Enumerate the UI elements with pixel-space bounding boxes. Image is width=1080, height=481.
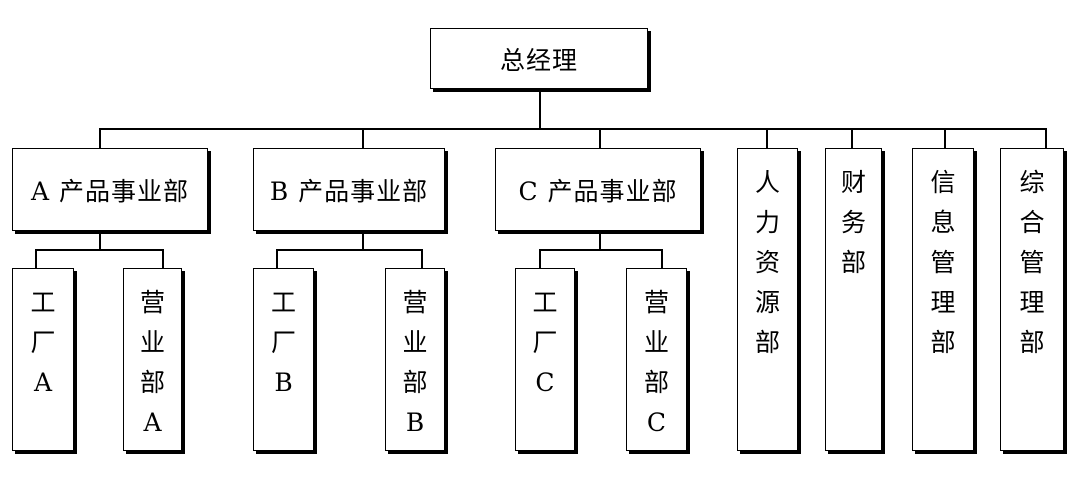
connector-drop-division-a bbox=[99, 128, 101, 148]
info-label-char: 理 bbox=[930, 288, 956, 317]
factory-a-label-char: 工 bbox=[30, 288, 56, 317]
hr-label-char: 资 bbox=[754, 248, 780, 277]
finance-label-char: 部 bbox=[840, 248, 866, 277]
sales-b-label-char: 业 bbox=[402, 328, 428, 357]
division-a-box: A 产品事业部 bbox=[12, 148, 208, 231]
connector-drop-general bbox=[1045, 128, 1047, 148]
connector-division-b-down bbox=[362, 230, 364, 250]
info-label-char: 息 bbox=[930, 208, 956, 237]
connector-sales-b bbox=[421, 249, 423, 269]
sales-c-label-char: C bbox=[646, 408, 667, 437]
info-management-box: 信 息 管 理 部 bbox=[912, 148, 974, 451]
connector-drop-division-b bbox=[362, 128, 364, 148]
factory-b-box: 工 厂 B bbox=[253, 268, 314, 451]
connector-division-a-bus bbox=[35, 249, 164, 251]
factory-c-label-char: 工 bbox=[532, 288, 558, 317]
connector-factory-a bbox=[35, 249, 37, 269]
hr-label-char: 力 bbox=[754, 208, 780, 237]
division-c-box: C 产品事业部 bbox=[495, 148, 701, 231]
division-c-label: C 产品事业部 bbox=[518, 176, 678, 206]
info-label-char: 部 bbox=[930, 328, 956, 357]
connector-division-c-bus bbox=[539, 249, 663, 251]
finance-department-box: 财 务 部 bbox=[825, 148, 882, 451]
general-mgmt-label-char: 理 bbox=[1019, 288, 1045, 317]
sales-c-label-char: 业 bbox=[643, 328, 669, 357]
factory-b-label-char: B bbox=[274, 368, 293, 397]
factory-a-box: 工 厂 A bbox=[12, 268, 74, 451]
sales-a-label-char: 部 bbox=[139, 368, 165, 397]
connector-drop-finance bbox=[851, 128, 853, 148]
sales-a-label-char: A bbox=[143, 408, 162, 437]
hr-label-char: 部 bbox=[754, 328, 780, 357]
connector-drop-division-c bbox=[599, 128, 601, 148]
sales-c-label-char: 部 bbox=[643, 368, 669, 397]
general-mgmt-label-char: 部 bbox=[1019, 328, 1045, 357]
info-label-char: 信 bbox=[930, 168, 956, 197]
sales-b-label-char: 部 bbox=[402, 368, 428, 397]
general-mgmt-label-char: 管 bbox=[1019, 248, 1045, 277]
finance-label-char: 财 bbox=[840, 168, 866, 197]
sales-b-box: 营 业 部 B bbox=[385, 268, 445, 451]
factory-a-label-char: A bbox=[33, 368, 53, 397]
factory-c-label-char: 厂 bbox=[532, 328, 558, 357]
general-manager-box: 总经理 bbox=[430, 28, 648, 89]
connector-sales-a bbox=[162, 249, 164, 269]
factory-b-label-char: 工 bbox=[270, 288, 296, 317]
general-management-box: 综 合 管 理 部 bbox=[1000, 148, 1064, 451]
hr-department-box: 人 力 资 源 部 bbox=[737, 148, 798, 451]
hr-label-char: 源 bbox=[754, 288, 780, 317]
connector-root-down bbox=[539, 88, 541, 129]
general-mgmt-label-char: 综 bbox=[1019, 168, 1045, 197]
connector-drop-info bbox=[944, 128, 946, 148]
sales-c-box: 营 业 部 C bbox=[626, 268, 687, 451]
connector-sales-c bbox=[661, 249, 663, 269]
sales-c-label-char: 营 bbox=[643, 288, 669, 317]
sales-a-label-char: 营 bbox=[139, 288, 165, 317]
factory-a-label-char: 厂 bbox=[30, 328, 56, 357]
connector-drop-hr bbox=[766, 128, 768, 148]
division-b-label: B 产品事业部 bbox=[269, 176, 429, 206]
connector-factory-b bbox=[276, 249, 278, 269]
division-b-box: B 产品事业部 bbox=[253, 148, 445, 231]
general-manager-label: 总经理 bbox=[499, 45, 578, 75]
general-mgmt-label-char: 合 bbox=[1019, 208, 1045, 237]
hr-label-char: 人 bbox=[754, 168, 780, 197]
factory-b-label-char: 厂 bbox=[270, 328, 296, 357]
sales-b-label-char: 营 bbox=[402, 288, 428, 317]
sales-b-label-char: B bbox=[405, 408, 425, 437]
sales-a-label-char: 业 bbox=[139, 328, 165, 357]
factory-c-label-char: C bbox=[535, 368, 555, 397]
info-label-char: 管 bbox=[930, 248, 956, 277]
finance-label-char: 务 bbox=[840, 208, 866, 237]
factory-c-box: 工 厂 C bbox=[515, 268, 575, 451]
connector-division-c-down bbox=[599, 230, 601, 250]
connector-division-a-down bbox=[99, 230, 101, 250]
sales-a-box: 营 业 部 A bbox=[123, 268, 182, 451]
division-a-label: A 产品事业部 bbox=[30, 176, 189, 206]
connector-factory-c bbox=[539, 249, 541, 269]
connector-top-bus bbox=[99, 128, 1047, 130]
connector-division-b-bus bbox=[276, 249, 423, 251]
